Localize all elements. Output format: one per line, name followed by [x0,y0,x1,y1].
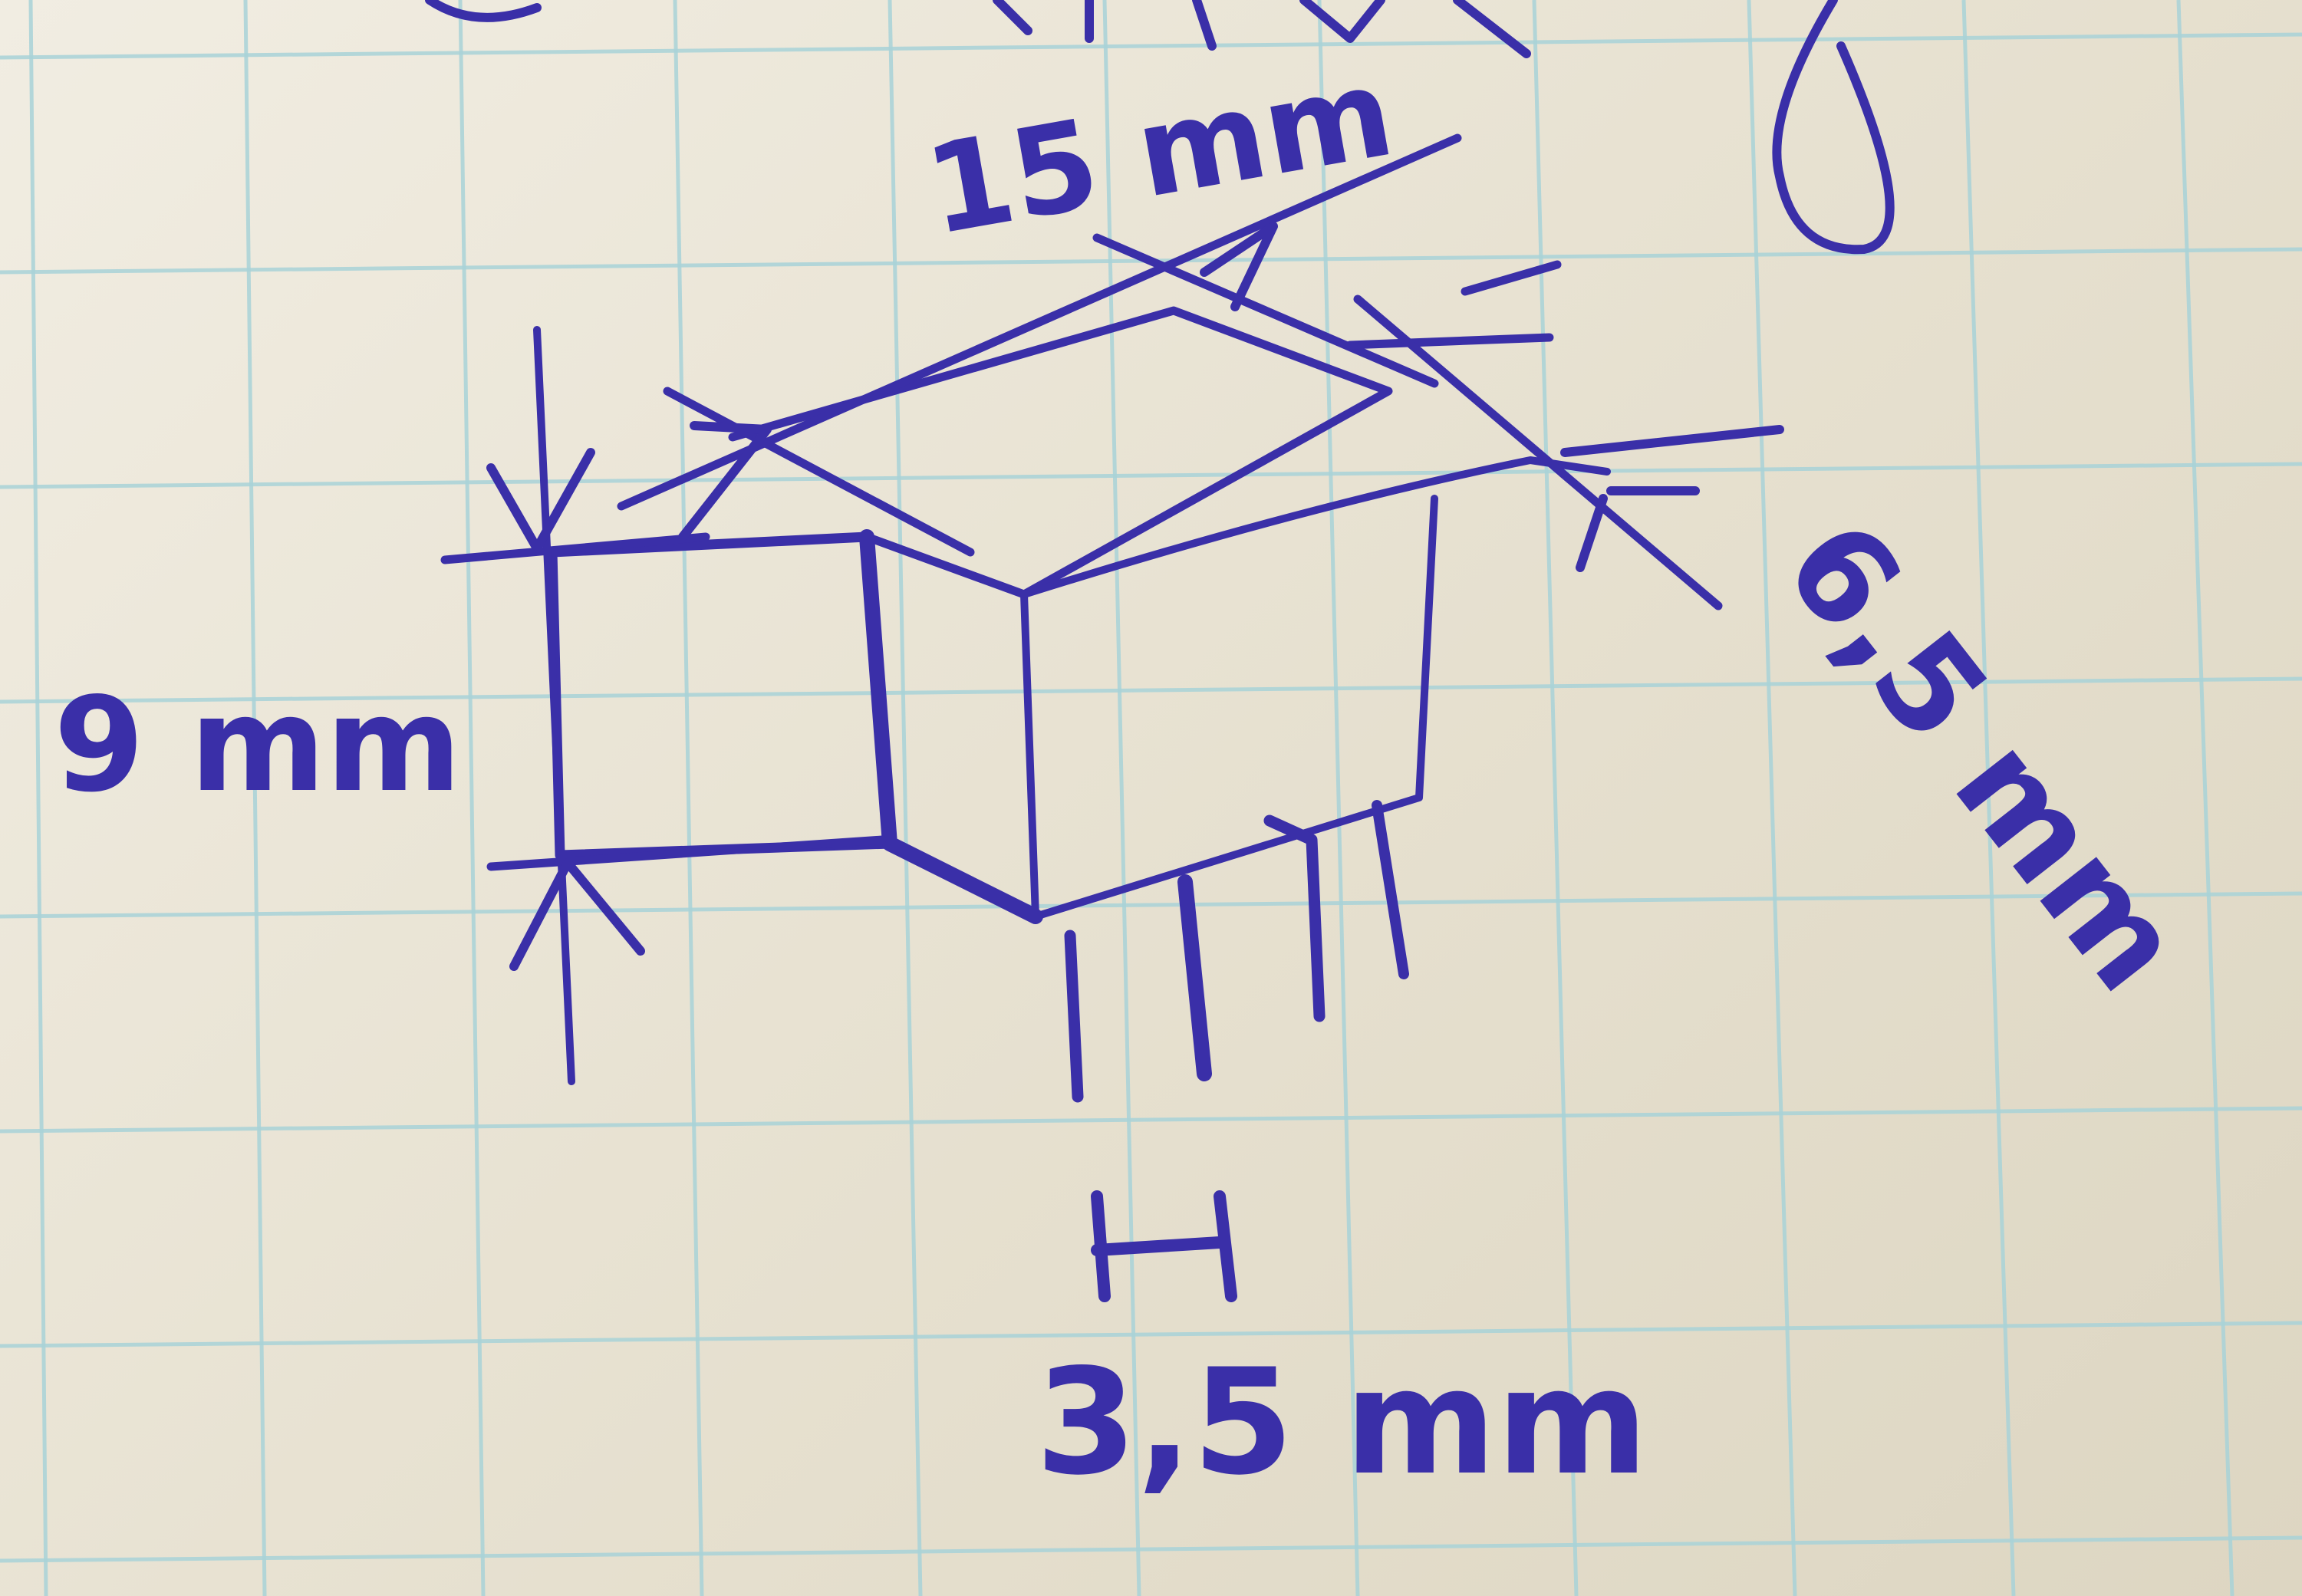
component-body [547,306,1611,924]
height-dimension [440,326,887,1085]
pins [1064,800,1409,1103]
height-label: 9 mm [54,670,462,821]
teardrop-doodle [1772,0,1895,255]
length-label: 15 mm [916,40,1403,262]
depth-dimension [1345,260,1784,610]
pin-spacing-marker [1091,1190,1237,1302]
cut-off-writing [425,0,1531,58]
pin-spacing-label: 3,5 mm [1036,1338,1648,1507]
length-dimension [617,133,1462,557]
